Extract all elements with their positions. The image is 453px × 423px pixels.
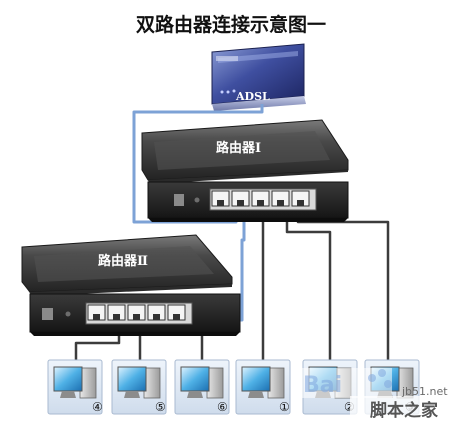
modem-label: ADSL: [235, 90, 270, 103]
pc-4-number: ④: [92, 400, 103, 414]
router1-power-jack: [174, 194, 184, 206]
svg-text:Bai: Bai: [303, 373, 342, 398]
router2-reset-button: [65, 311, 71, 317]
monitor-icon: [180, 366, 210, 392]
svg-text:脚本之家: 脚本之家: [370, 400, 438, 421]
svg-text:jb51.net: jb51.net: [401, 385, 448, 398]
pc-1-number: ①: [279, 400, 290, 414]
diagram-title: 双路由器连接示意图一: [136, 13, 326, 36]
pc-2-number: ②: [344, 400, 355, 414]
monitor-icon: [241, 366, 271, 392]
router2-power-jack: [42, 308, 53, 320]
router1-label: 路由器Ⅰ: [216, 140, 261, 156]
monitor-icon: [117, 366, 147, 392]
modem-badge-icon: [216, 56, 238, 61]
watermark-baidu-logo: Bai: [300, 368, 392, 398]
router2-ports: [85, 302, 193, 325]
computer-6: ⑥: [174, 359, 230, 415]
router1-ports: [209, 188, 317, 211]
pc-6-number: ⑥: [217, 400, 228, 414]
router1-reset-button: [194, 197, 200, 203]
cable-router1-to-pc2: [285, 208, 332, 362]
computer-1: ①: [235, 359, 291, 415]
paw-icon: [368, 374, 376, 382]
router-2: 路由器Ⅱ: [21, 234, 241, 336]
computer-5: ⑤: [111, 359, 167, 415]
pc-5-number: ⑤: [155, 400, 166, 414]
router2-label: 路由器Ⅱ: [98, 253, 148, 269]
computer-4: ④: [47, 359, 103, 415]
watermark-site: jb51.net 脚本之家: [350, 385, 450, 422]
monitor-icon: [53, 366, 83, 392]
router-1: 路由器Ⅰ: [141, 119, 349, 222]
adsl-modem: ADSL: [211, 43, 306, 111]
